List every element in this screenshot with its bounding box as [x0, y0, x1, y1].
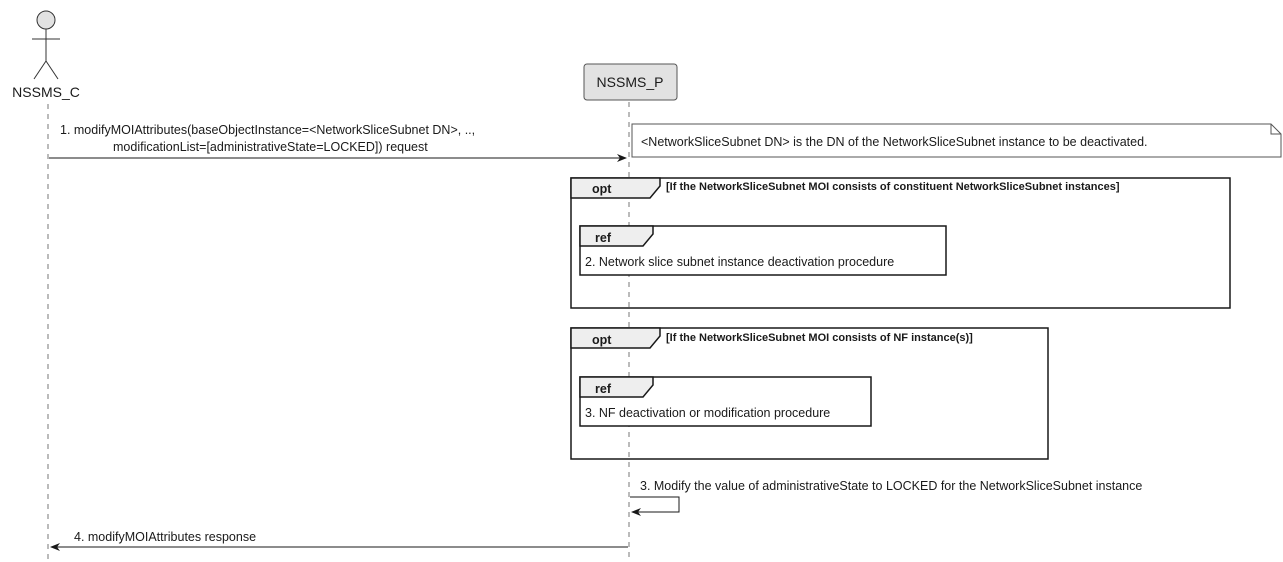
opt-fragment-2: opt [If the NetworkSliceSubnet MOI consi…	[570, 327, 1049, 460]
opt-fragment-1-keyword: opt	[592, 182, 612, 196]
message-1-line-1: 1. modifyMOIAttributes(baseObjectInstanc…	[60, 123, 475, 137]
opt-fragment-2-condition: [If the NetworkSliceSubnet MOI consists …	[666, 332, 973, 344]
producer-participant-box	[583, 63, 678, 101]
message-1-line-2: modificationList=[administrativeState=LO…	[113, 140, 428, 154]
consumer-actor-icon	[32, 10, 60, 80]
message-3-label: 3. Modify the value of administrativeSta…	[640, 479, 1142, 493]
ref-fragment-2-tab	[579, 376, 654, 398]
ref-fragment-2-text: 3. NF deactivation or modification proce…	[585, 406, 830, 420]
opt-fragment-1: opt [If the NetworkSliceSubnet MOI consi…	[570, 177, 1231, 309]
opt-fragment-1-tab	[570, 177, 661, 199]
ref-fragment-1-tab	[579, 225, 654, 247]
consumer-participant-label: NSSMS_C	[12, 84, 80, 100]
opt-fragment-2-keyword: opt	[592, 333, 612, 347]
ref-fragment-1-keyword: ref	[595, 231, 612, 245]
ref-fragment-1-text: 2. Network slice subnet instance deactiv…	[585, 255, 894, 269]
ref-fragment-2-keyword: ref	[595, 382, 612, 396]
note-text: <NetworkSliceSubnet DN> is the DN of the…	[641, 135, 1148, 149]
opt-fragment-2-tab	[570, 327, 661, 349]
opt-fragment-1-condition: [If the NetworkSliceSubnet MOI consists …	[666, 181, 1120, 193]
note-box	[631, 123, 1282, 158]
producer-participant-label: NSSMS_P	[597, 74, 664, 90]
note-fold	[1270, 124, 1281, 135]
message-3-self-arrow	[630, 496, 680, 516]
message-4-label: 4. modifyMOIAttributes response	[74, 530, 256, 544]
